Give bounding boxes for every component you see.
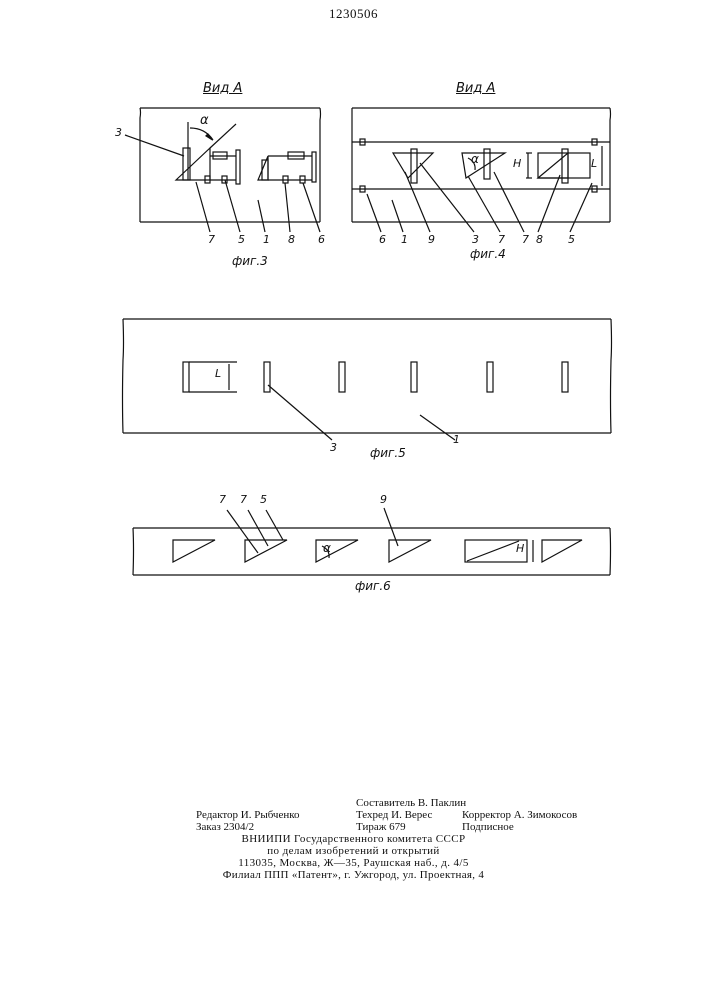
fig3-angle-label: α: [200, 113, 209, 128]
fig4-length-label: L: [591, 157, 597, 170]
fig3-drawing: [125, 108, 321, 232]
fig4-ref-5: 5: [568, 233, 575, 246]
fig5-drawing: [123, 319, 612, 440]
fig5-ref-1: 1: [453, 433, 460, 446]
fig3-view-label: Вид А: [203, 81, 242, 96]
fig6-height-label: H: [516, 542, 524, 555]
fig3-ref-5: 5: [238, 233, 245, 246]
fig4-drawing: [352, 108, 611, 232]
fig3-ref-6: 6: [318, 233, 325, 246]
fig6-ref-9: 9: [380, 493, 387, 506]
fig4-height-label: H: [513, 157, 521, 170]
fig4-caption: фиг.4: [470, 247, 506, 261]
fig4-angle-label: α: [471, 152, 479, 166]
fig5-caption: фиг.5: [370, 446, 406, 460]
fig3-caption: фиг.3: [232, 254, 268, 268]
fig6-ref-5: 5: [260, 493, 267, 506]
fig4-ref-7b: 7: [522, 233, 529, 246]
fig6-ref-7a: 7: [219, 493, 226, 506]
fig3-ref-3: 3: [115, 126, 122, 139]
fig6-caption: фиг.6: [355, 579, 391, 593]
fig4-ref-3: 3: [472, 233, 479, 246]
fig6-drawing: [133, 508, 611, 575]
fig6-ref-7b: 7: [240, 493, 247, 506]
fig6-angle-label: α: [323, 541, 331, 555]
fig5-length-label: L: [215, 367, 221, 380]
fig4-ref-7a: 7: [498, 233, 505, 246]
fig5-ref-3: 3: [330, 441, 337, 454]
fig4-ref-6: 6: [379, 233, 386, 246]
fig4-ref-1: 1: [401, 233, 408, 246]
fig3-ref-7: 7: [208, 233, 215, 246]
fig3-ref-8: 8: [288, 233, 295, 246]
fig4-ref-8: 8: [536, 233, 543, 246]
fig4-ref-9: 9: [428, 233, 435, 246]
imprint-branch: Филиал ППП «Патент», г. Ужгород, ул. Про…: [0, 869, 707, 882]
fig3-ref-1: 1: [263, 233, 270, 246]
fig4-view-label: Вид А: [456, 81, 495, 96]
